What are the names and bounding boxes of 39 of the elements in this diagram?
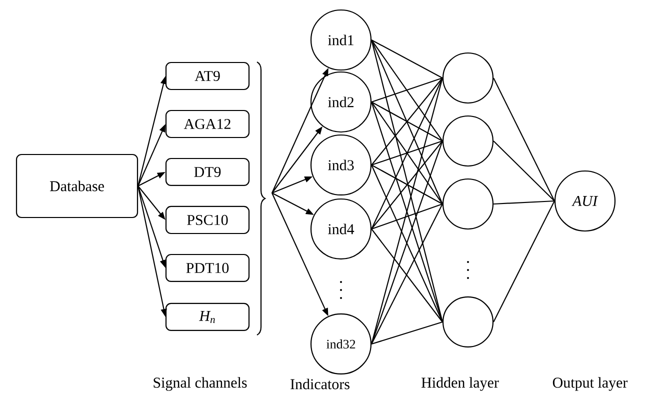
channel-box: AT9 xyxy=(165,62,250,90)
connection-line xyxy=(371,321,443,345)
connection-line xyxy=(371,164,443,204)
connection-line xyxy=(371,102,443,204)
channel-box: H$_{n}$ xyxy=(165,302,250,332)
connection-line xyxy=(371,78,443,166)
connection-line xyxy=(493,200,555,322)
neuron-circle xyxy=(442,115,494,167)
connection-line xyxy=(371,204,443,344)
channel-box: DT9 xyxy=(165,158,250,186)
channel-box: AGA12 xyxy=(165,110,250,138)
connection-line xyxy=(371,140,443,344)
connection-line xyxy=(371,140,443,230)
connection-line xyxy=(371,78,443,230)
connection-line xyxy=(371,40,443,204)
neuron-circle xyxy=(442,52,494,104)
connection-line xyxy=(371,40,443,322)
connection-line xyxy=(371,78,443,344)
layer-label: Hidden layer xyxy=(422,377,499,391)
database-box: Database xyxy=(16,154,138,218)
channel-box: PDT10 xyxy=(165,254,250,282)
connection-line xyxy=(493,78,555,202)
connection-line xyxy=(371,102,443,142)
connection-line xyxy=(494,200,554,205)
connection-line xyxy=(371,77,443,103)
connection-line xyxy=(493,140,555,202)
neuron-circle xyxy=(442,296,494,348)
connection-line xyxy=(371,164,443,322)
connection-line xyxy=(371,102,443,322)
layer-label: Output layer xyxy=(552,377,628,391)
connection-line xyxy=(371,203,443,230)
connection-line xyxy=(371,228,443,322)
layer-label: Indicators xyxy=(290,378,350,390)
neuron-circle xyxy=(442,178,494,230)
channel-box: PSC10 xyxy=(165,206,250,234)
connection-line xyxy=(371,140,443,166)
layer-label: Signal channels xyxy=(154,377,247,391)
connection-line xyxy=(371,40,443,78)
connection-line xyxy=(371,40,443,142)
